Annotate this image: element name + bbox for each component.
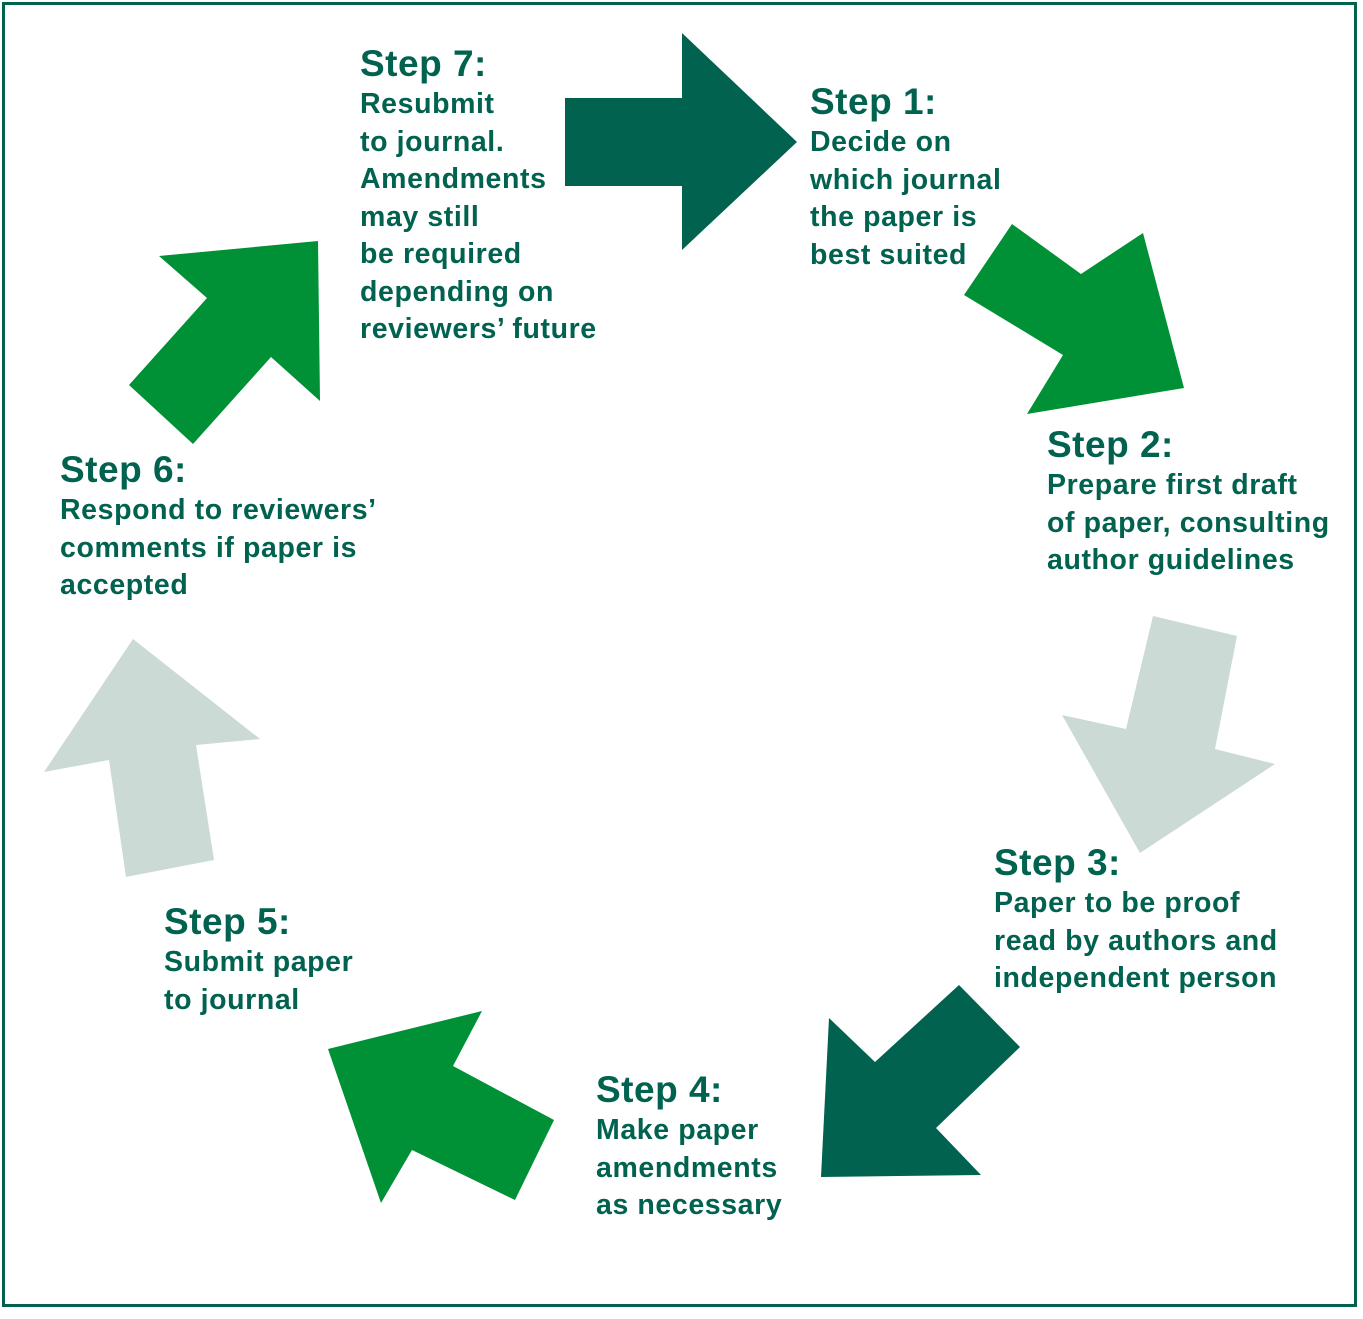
step-7-line: to journal. [360,125,505,158]
step-4-line: as necessary [596,1189,783,1221]
step-1-line: best suited [810,238,968,271]
step-1-description: Decide on which journal the paper is bes… [810,124,1001,274]
step-1-line: which journal [810,163,1002,196]
step-7-title: Step 7: [360,43,487,84]
step-7-line: be required [360,238,522,270]
step-3-title: Step 3: [994,842,1121,883]
step-4: Step 4: Make paper amendments as necessa… [596,1068,782,1225]
step-2-line: of paper, consulting [1047,506,1330,539]
step-5: Step 5: Submit paper to journal [164,900,353,1019]
step-6-line: accepted [60,569,189,601]
step-3-line: Paper to be proof [994,887,1241,919]
step-1-title: Step 1: [810,81,937,122]
step-7-line: Resubmit [360,88,495,120]
step-6-line: comments if paper is [60,531,358,564]
step-2-description: Prepare first draft of paper, consulting… [1047,467,1330,580]
step-7: Step 7: Resubmit to journal. Amendments … [360,42,597,349]
arrow-step6-to-step7 [129,241,320,444]
step-2-line: Prepare first draft [1047,469,1298,501]
arrow-step4-to-step5 [328,1011,554,1203]
step-2: Step 2: Prepare first draft of paper, co… [1047,423,1330,580]
step-3: Step 3: Paper to be proof read by author… [994,841,1278,998]
step-4-line: Make paper [596,1114,759,1146]
step-3-description: Paper to be proof read by authors and in… [994,885,1278,998]
arrow-step1-to-step2 [964,224,1184,414]
step-1-line: Decide on [810,126,952,158]
step-5-line: to journal [164,983,300,1016]
arrow-step7-to-step1 [565,33,797,250]
step-6-title: Step 6: [60,449,187,490]
step-3-line: independent person [994,962,1278,994]
step-3-line: read by authors and [994,924,1278,957]
arrow-step2-to-step3 [1062,616,1275,853]
step-6-line: Respond to reviewers’ [60,494,377,526]
step-6-description: Respond to reviewers’ comments if paper … [60,492,377,605]
step-4-line: amendments [596,1151,778,1184]
step-6: Step 6: Respond to reviewers’ comments i… [60,448,377,605]
step-4-title: Step 4: [596,1069,723,1110]
step-7-line: reviewers’ future [360,313,597,345]
step-7-line: Amendments [360,163,547,195]
step-7-description: Resubmit to journal. Amendments may stil… [360,86,597,349]
step-5-line: Submit paper [164,946,354,978]
arrow-step3-to-step4 [821,985,1020,1177]
step-1: Step 1: Decide on which journal the pape… [810,80,1001,274]
step-4-description: Make paper amendments as necessary [596,1112,782,1225]
arrow-step5-to-step6 [44,639,260,877]
step-5-title: Step 5: [164,901,291,942]
step-2-title: Step 2: [1047,424,1174,465]
step-5-description: Submit paper to journal [164,944,353,1019]
step-7-line: depending on [360,275,555,308]
step-1-line: the paper is [810,201,978,233]
step-2-line: author guidelines [1047,544,1295,576]
step-7-line: may still [360,200,480,233]
